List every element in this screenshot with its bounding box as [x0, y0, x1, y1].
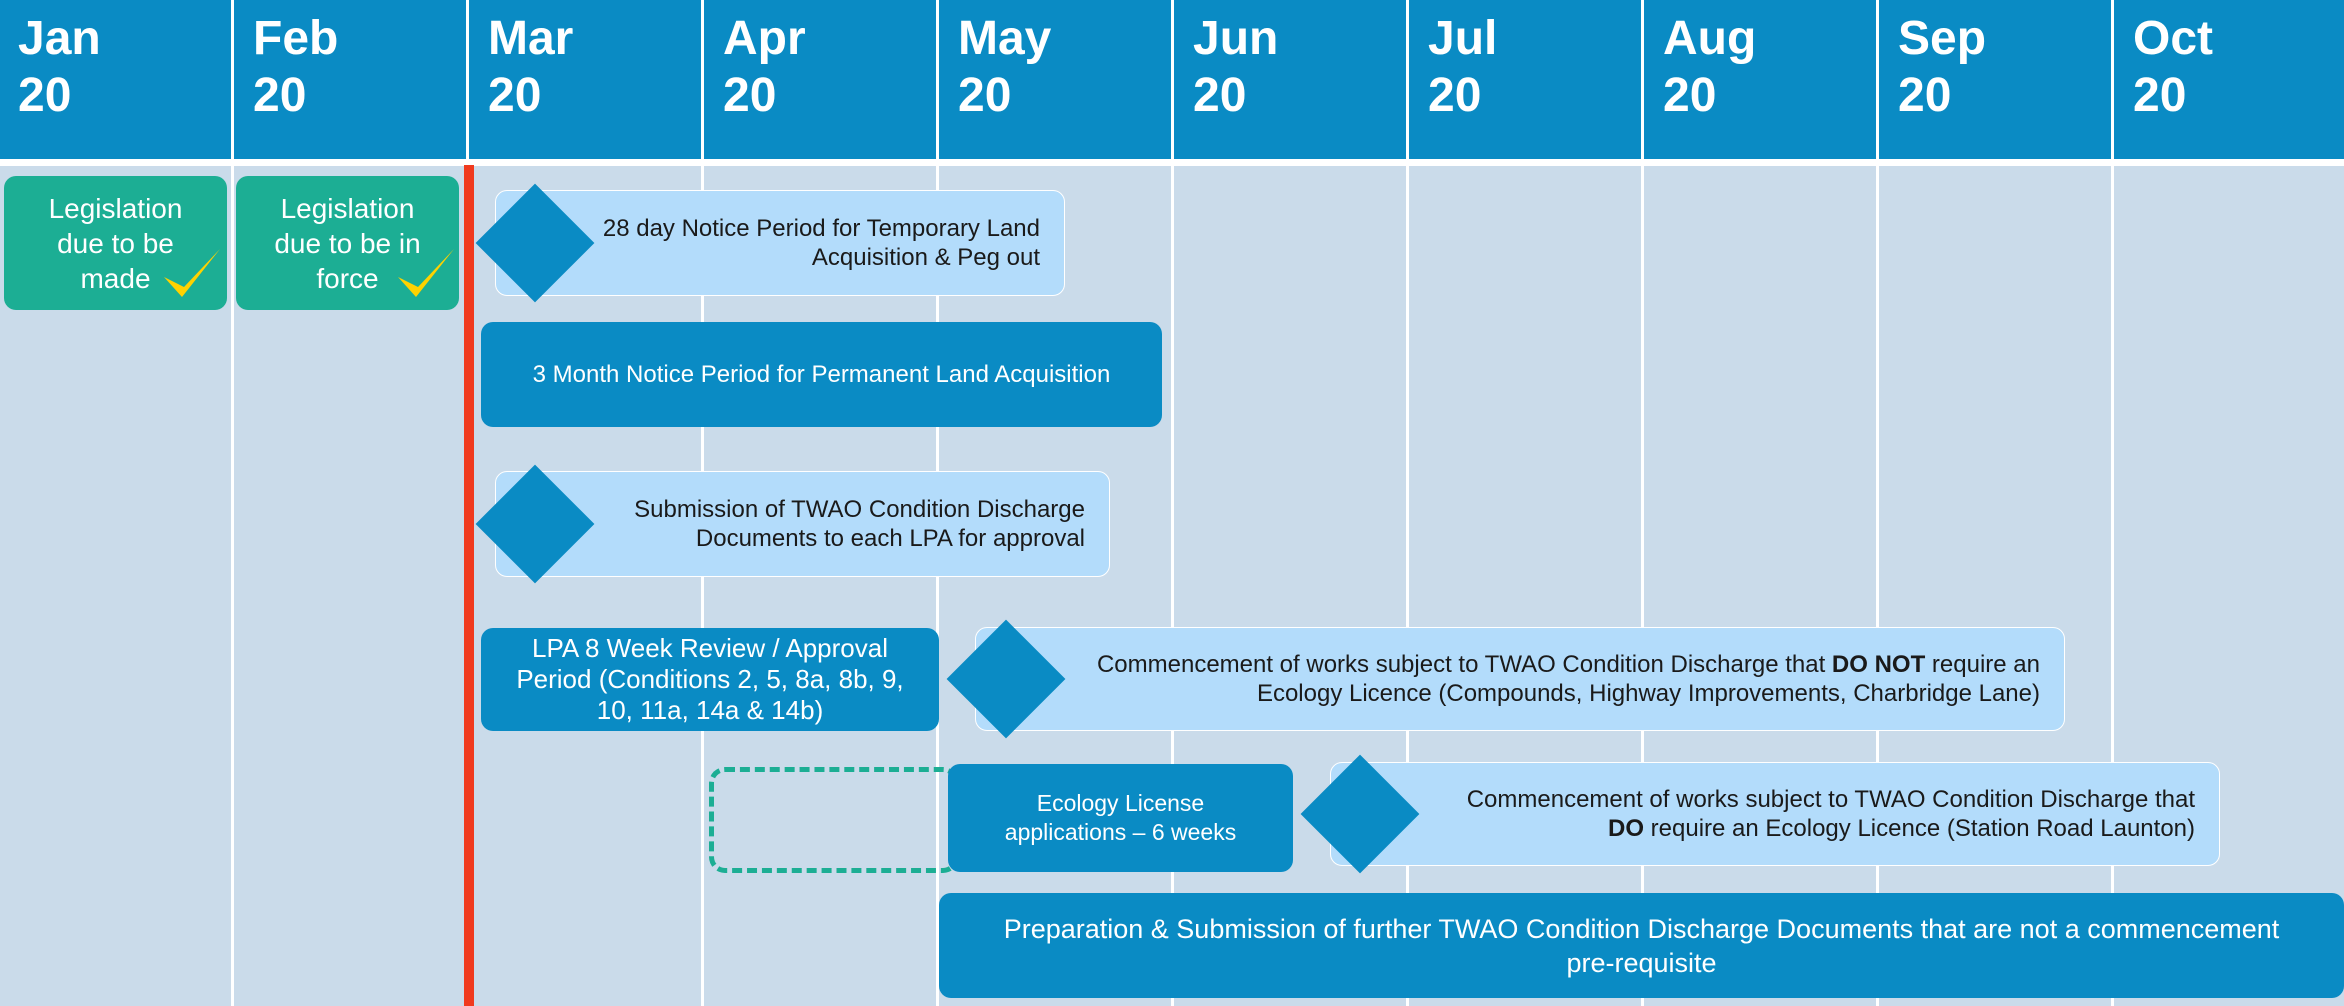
month-name: Mar — [488, 12, 574, 65]
task-text: require an Ecology Licence (Station Road… — [1643, 815, 2195, 842]
month-year: 20 — [1428, 69, 1482, 122]
task-submission-twao: Submission of TWAO Condition Discharge D… — [495, 471, 1110, 577]
gridline — [1171, 0, 1174, 1006]
month-year: 20 — [958, 69, 1012, 122]
month-year: 20 — [1898, 69, 1952, 122]
milestone-label: Legislation due to be in force — [274, 192, 421, 294]
gridline — [1876, 0, 1879, 1006]
month-year: 20 — [2133, 69, 2187, 122]
gridline — [1406, 0, 1409, 1006]
task-label: Ecology License applications – 6 weeks — [1004, 790, 1237, 845]
task-label: 3 Month Notice Period for Permanent Land… — [532, 360, 1111, 388]
task-lpa-review: LPA 8 Week Review / Approval Period (Con… — [481, 628, 939, 731]
task-label: LPA 8 Week Review / Approval Period (Con… — [516, 633, 904, 725]
task-commence-no-licence: Commencement of works subject to TWAO Co… — [975, 627, 2065, 731]
task-label: 28 day Notice Period for Temporary Land … — [602, 215, 1040, 271]
ecology-placeholder-outline — [709, 767, 959, 873]
month-name: Jun — [1193, 12, 1279, 65]
month-name: Aug — [1663, 12, 1757, 65]
month-name: May — [958, 12, 1052, 65]
checkmark-icon — [164, 249, 220, 297]
gridline — [2111, 0, 2114, 1006]
task-text: Ecology Licence (Compounds, Highway Impr… — [1256, 680, 2040, 707]
task-preparation-further: Preparation & Submission of further TWAO… — [939, 893, 2344, 998]
month-year: 20 — [488, 69, 542, 122]
task-commence-licence: Commencement of works subject to TWAO Co… — [1330, 762, 2220, 866]
task-text: Commencement of works subject to TWAO Co… — [1096, 651, 1832, 678]
month-year: 20 — [18, 69, 72, 122]
task-emphasis: DO NOT — [1831, 651, 1926, 678]
task-emphasis: DO — [1607, 815, 1644, 842]
checkmark-icon — [398, 249, 454, 297]
gridline — [1641, 0, 1644, 1006]
current-date-marker — [464, 165, 474, 1006]
task-ecology-applications: Ecology License applications – 6 weeks — [948, 764, 1293, 872]
gridline — [231, 0, 234, 1006]
month-year: 20 — [1663, 69, 1717, 122]
milestone-label: Legislation due to be made — [48, 192, 183, 294]
month-year: 20 — [723, 69, 777, 122]
header-divider — [0, 159, 2344, 166]
task-label: Submission of TWAO Condition Discharge D… — [634, 496, 1085, 552]
task-text: Commencement of works subject to TWAO Co… — [1466, 786, 2195, 813]
month-name: Apr — [723, 12, 806, 65]
month-name: Jul — [1428, 12, 1498, 65]
month-name: Oct — [2133, 12, 2214, 65]
task-3-month-notice: 3 Month Notice Period for Permanent Land… — [481, 322, 1162, 427]
milestone-legislation-made: Legislation due to be made — [4, 176, 227, 310]
month-name: Feb — [253, 12, 339, 65]
month-name: Sep — [1898, 12, 1987, 65]
month-year: 20 — [1193, 69, 1247, 122]
month-year: 20 — [253, 69, 307, 122]
task-label: Commencement of works subject to TWAO Co… — [1097, 650, 2040, 708]
task-label: Preparation & Submission of further TWAO… — [1003, 913, 2280, 978]
task-text: require an — [1925, 651, 2040, 678]
task-label: Commencement of works subject to TWAO Co… — [1467, 785, 2195, 843]
month-name: Jan — [18, 12, 101, 65]
